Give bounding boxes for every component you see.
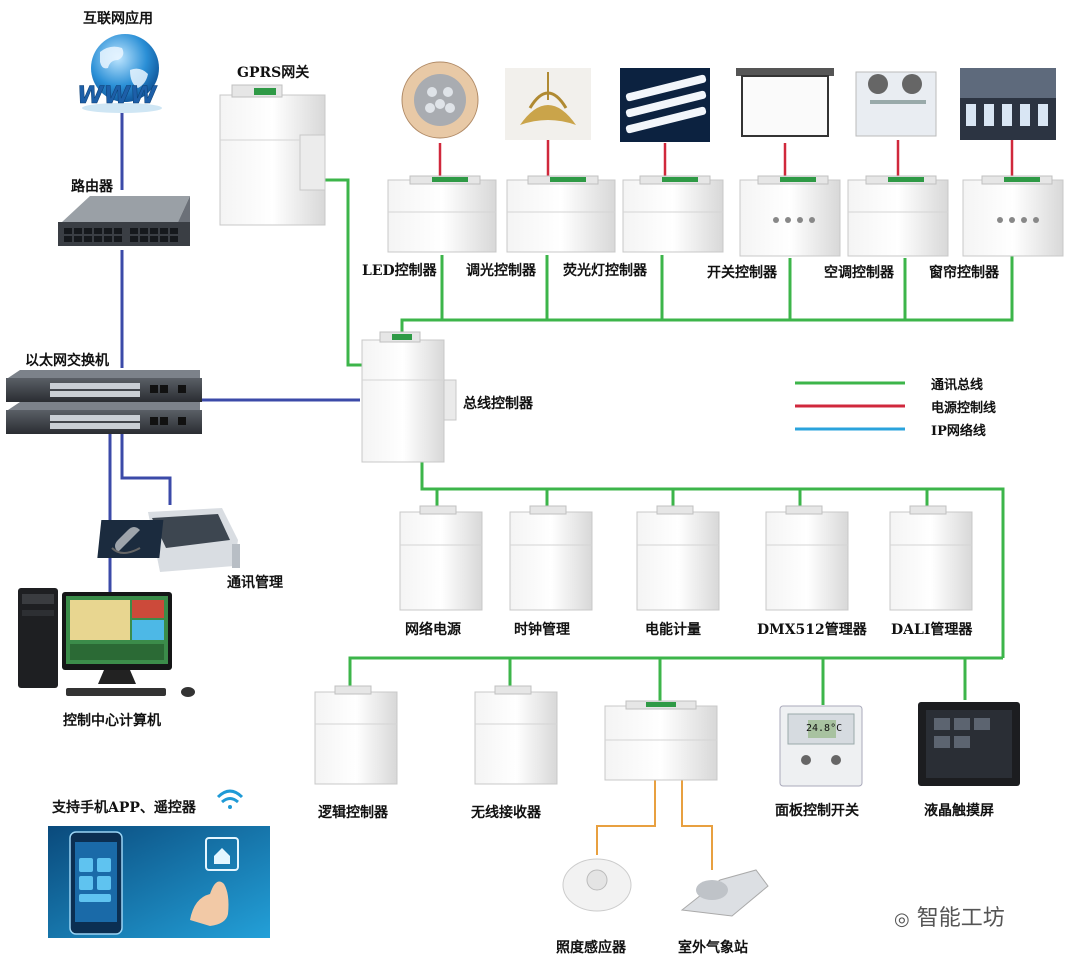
sensor-lines [596, 780, 713, 870]
curtain-room-image [960, 68, 1056, 140]
legend-comm-bus: 通讯总线 [931, 378, 984, 393]
clock-label: 时钟管理 [514, 622, 570, 638]
switch-controller-module [739, 175, 841, 257]
ethernet-switch-icon [6, 370, 202, 434]
logic-controller-module [314, 685, 398, 785]
watermark-text: 智能工坊 [916, 906, 1005, 931]
router-icon [58, 196, 190, 246]
lcd-touchscreen-label: 液晶触摸屏 [924, 803, 994, 819]
watermark: ◎ 智能工坊 [894, 900, 1005, 932]
wireless-receiver-module [474, 685, 558, 785]
ac-controller-module [847, 175, 949, 257]
curtain-controller-label: 窗帘控制器 [929, 265, 999, 281]
gprs-label: GPRS网关 [237, 65, 310, 81]
led-controller-label: LED控制器 [362, 263, 437, 279]
router-label: 路由器 [71, 179, 113, 195]
legend-ip-line: IP网络线 [931, 424, 986, 439]
dmx512-label: DMX512管理器 [757, 622, 867, 638]
svg-text:WWW: WWW [77, 81, 158, 109]
legend [795, 381, 905, 431]
globe-icon: WWW [77, 34, 162, 113]
wireless-receiver-label: 无线接收器 [471, 805, 541, 821]
switch-controller-label: 开关控制器 [707, 265, 777, 281]
clock-module [509, 505, 593, 611]
bottom-modules [314, 685, 1020, 917]
network-power-module [399, 505, 483, 611]
power-lines [438, 140, 1014, 180]
fluorescent-controller-module [622, 175, 724, 253]
weather-station-label: 室外气象站 [678, 940, 748, 956]
ip-lines [108, 112, 360, 600]
dmx512-module [765, 505, 849, 611]
lcd-touchscreen-image [918, 702, 1020, 786]
middle-modules [399, 505, 973, 611]
dali-label: DALI管理器 [891, 622, 973, 638]
led-downlight-image [401, 61, 479, 139]
top-controllers [387, 175, 1064, 257]
mobile-app-label: 支持手机APP、遥控器 [52, 800, 196, 816]
light-sensor-label: 照度感应器 [556, 940, 626, 956]
intercom-phone-icon [97, 508, 240, 572]
bus-line-top [400, 255, 1014, 335]
fluorescent-controller-label: 荧光灯控制器 [563, 263, 647, 279]
bus-line-middle [420, 462, 1005, 658]
energy-meter-module [636, 505, 720, 611]
panel-temp-readout: 24.8°C [806, 723, 843, 734]
logic-controller-label: 逻辑控制器 [318, 805, 388, 821]
comm-bus-lines [325, 178, 1014, 705]
ethernet-switch-label: 以太网交换机 [25, 353, 109, 369]
dimmer-controller-module [506, 175, 616, 253]
dimmer-controller-label: 调光控制器 [466, 263, 536, 279]
network-power-label: 网络电源 [405, 622, 461, 638]
bus-line-bottom [348, 656, 1003, 690]
wifi-icon [216, 789, 244, 809]
air-conditioner-image [855, 71, 937, 137]
dali-module [889, 505, 973, 611]
internet-label: 互联网应用 [83, 11, 153, 27]
ip-line-switch-phone [120, 432, 172, 505]
light-sensor-image [562, 858, 632, 912]
projector-screen-image [736, 68, 834, 137]
comm-mgmt-label: 通讯管理 [227, 575, 283, 591]
bus-controller-label: 总线控制器 [463, 396, 533, 412]
panel-switch-label: 面板控制开关 [775, 803, 859, 819]
wechat-icon: ◎ [894, 909, 910, 930]
weather-station-image [680, 869, 769, 917]
mobile-app-image [48, 826, 270, 938]
fluorescent-tube-image [620, 68, 710, 142]
curtain-controller-module [962, 175, 1064, 257]
bus-controller-module [361, 331, 457, 463]
sensor-interface-module [604, 700, 718, 781]
chandelier-image [505, 68, 591, 140]
control-pc-label: 控制中心计算机 [63, 713, 161, 729]
energy-meter-label: 电能计量 [645, 622, 701, 638]
control-pc-icon [18, 588, 195, 697]
led-controller-module [387, 175, 497, 253]
panel-switch-image [779, 705, 863, 787]
legend-power-line: 电源控制线 [931, 401, 997, 416]
ac-controller-label: 空调控制器 [824, 265, 894, 281]
gprs-gateway-module [219, 84, 326, 226]
bus-line-gprs [325, 178, 362, 367]
